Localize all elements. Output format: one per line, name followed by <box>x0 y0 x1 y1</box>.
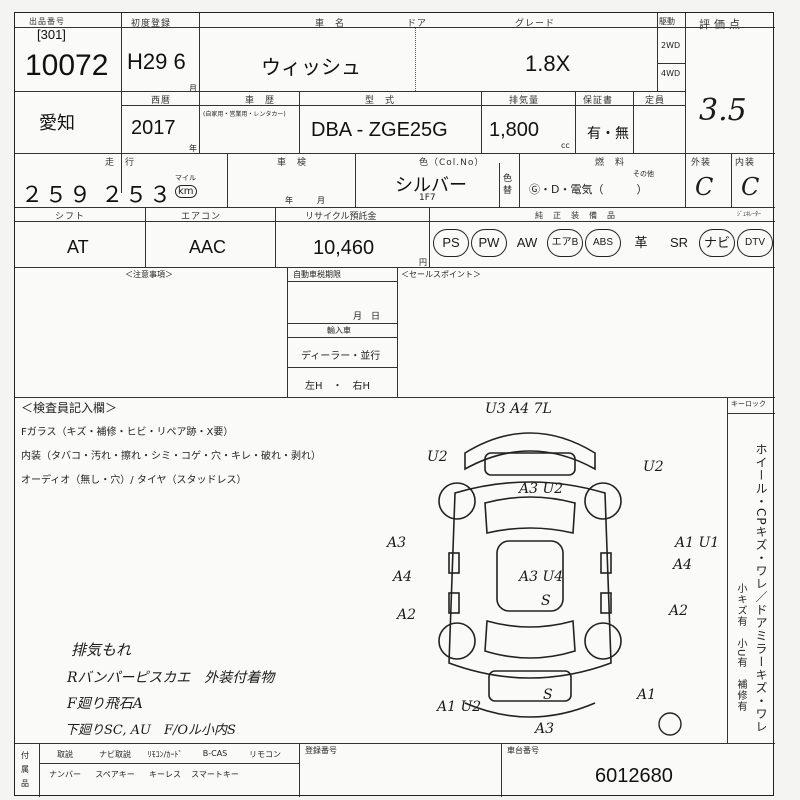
mark-left-rear: A2 <box>397 607 417 623</box>
air-conditioning: AAC <box>189 237 227 257</box>
grade: 1.8X <box>525 51 571 76</box>
equipment-4: ABS <box>585 229 621 257</box>
steering-option: 左H ・ 右H <box>305 381 371 392</box>
mark-right-back: A1 <box>637 687 657 703</box>
color: シルバー <box>395 175 467 195</box>
mark-bottom: A3 <box>535 721 555 737</box>
mark-top-left: U2 <box>427 449 448 465</box>
fuel-options: Ⓖ・D・電気（ ） <box>529 183 648 196</box>
mileage-unit: km <box>175 185 197 198</box>
accessory-item: リモコン <box>249 750 281 759</box>
mark-left-front: A3 <box>387 535 407 551</box>
sales-point-label: ＜セールスポイント＞ <box>401 270 481 279</box>
model: DBA - ZGE25G <box>311 119 448 141</box>
first-reg-label: 初度登録 <box>131 19 172 29</box>
color-code: 1F7 <box>419 193 436 203</box>
side-notes-2: 小キズ有 小U有 補修有 <box>735 583 746 713</box>
door-label: ドア <box>407 19 428 29</box>
inspector-title: ＜検査員記入欄＞ <box>21 401 118 415</box>
equipment-5: 革 <box>634 235 648 250</box>
drive-4wd: 4WD <box>661 69 681 78</box>
audio-tire-line: オーディオ（無し・穴）/ タイヤ（スタッドレス） <box>21 475 247 486</box>
equipment-2: AW <box>516 235 538 250</box>
accessory-item: スペアキー <box>95 770 135 779</box>
year: 2017 <box>131 117 176 139</box>
mark-center-s: S <box>541 593 551 609</box>
exterior-grade: C <box>695 173 714 201</box>
equipment-7: ナビ <box>699 229 735 257</box>
grade-label: グレード <box>515 19 556 29</box>
equipment-8: DTV <box>737 229 773 257</box>
shift: AT <box>67 237 89 257</box>
mark-right-front: A1 U1 <box>675 535 720 551</box>
drive-2wd: 2WD <box>661 41 681 50</box>
mark-left-back: A1 U2 <box>437 699 482 715</box>
items-label: 付属品 <box>21 751 29 788</box>
accessory-item: スマートキー <box>191 770 239 779</box>
note-2: Rバンパーピスカエ 外装付着物 <box>67 670 275 686</box>
note-3: F廻り飛石A <box>67 696 143 712</box>
frame-number: 6012680 <box>595 765 673 787</box>
lot-label: 出品番号 <box>29 17 65 26</box>
recycle-fee: 10,460 <box>313 237 375 259</box>
score-label: 評価点 <box>699 18 744 31</box>
accessory-item: ﾘﾓｺﾝ/ｶｰﾄﾞ <box>147 750 183 759</box>
mileage: ２５９ ２５３ <box>21 182 174 207</box>
equipment-1: PW <box>471 229 507 257</box>
warranty: 有・無 <box>587 125 629 141</box>
note-4: 下廻りSC, AU F/Oル小内S <box>65 723 236 738</box>
auction-sheet: 出品番号 [301] 10072 初度登録 H29 6 月 車 名 ウィッシュ … <box>14 12 775 797</box>
mark-left-mid: A4 <box>393 569 413 585</box>
accessory-item: ナビ取説 <box>99 750 131 759</box>
car-name-label: 車 名 <box>315 19 346 29</box>
side-notes: ホイール・CPキズ・ワレ／ドアミラーキズ・ワレ <box>754 443 768 734</box>
mark-center: A3 U4 <box>519 569 564 585</box>
equipment-6: SR <box>669 235 689 250</box>
equipment-3: エアB <box>547 229 583 257</box>
interior-line: 内装（タバコ・汚れ・擦れ・シミ・コゲ・穴・キレ・破れ・剥れ） <box>21 451 321 462</box>
mark-top-right: U2 <box>643 459 664 475</box>
accessory-item: B-CAS <box>202 749 228 758</box>
lot-code: [301] <box>37 27 66 42</box>
mark-right-rear: A2 <box>669 603 689 619</box>
dealer-option: ディーラー・並行 <box>301 351 381 362</box>
equipment-0: PS <box>433 229 469 257</box>
mark-top: U3 A4 7L <box>485 401 552 417</box>
accessory-item: キーレス <box>149 770 181 779</box>
notes-label: ＜注意事項＞ <box>125 270 173 279</box>
windshield-line: Fガラス（キズ・補修・ヒビ・リペア跡・X要） <box>21 427 234 438</box>
score: 3.5 <box>699 93 747 128</box>
first-reg: H29 6 <box>127 49 186 74</box>
note-1: 排気もれ <box>71 641 132 659</box>
lot-number: 10072 <box>25 49 109 82</box>
interior-grade: C <box>741 173 760 201</box>
mark-right-mid: A4 <box>673 557 693 573</box>
displacement: 1,800 <box>489 119 540 141</box>
accessory-item: ナンバー <box>49 770 81 779</box>
accessory-item: 取説 <box>57 750 73 759</box>
mark-rear-s: S <box>543 687 553 703</box>
mark-roof-front: A3 U2 <box>519 481 564 497</box>
region: 愛知 <box>39 113 75 133</box>
car-diagram <box>438 432 622 718</box>
fuel-cap-icon <box>658 712 682 736</box>
car-name: ウィッシュ <box>261 57 361 79</box>
